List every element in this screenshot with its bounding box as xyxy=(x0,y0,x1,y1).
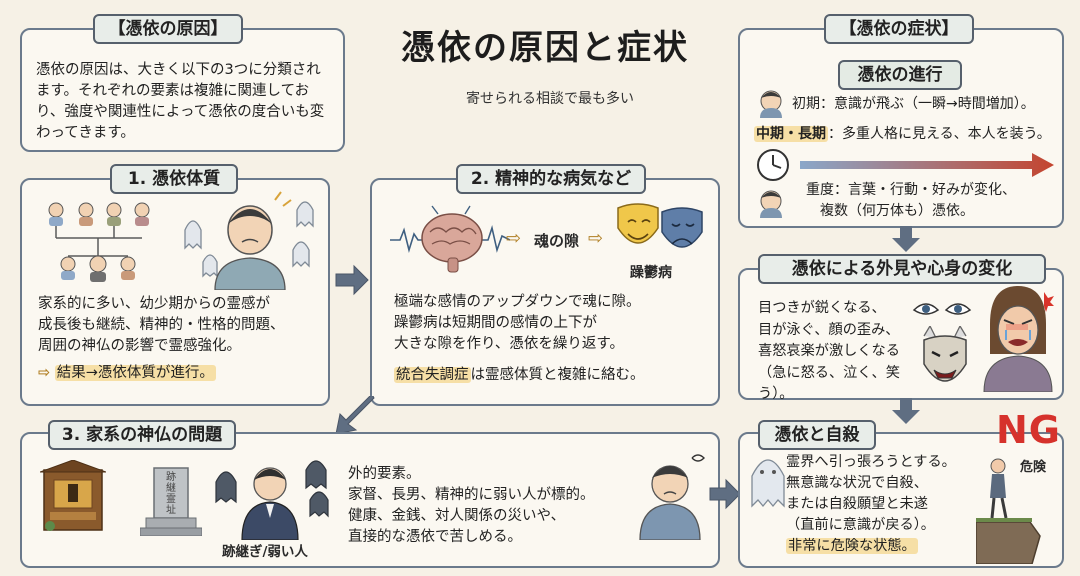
soul-gap-label: 魂の隙 xyxy=(534,232,580,250)
section1-text: 家系的に多い、幼少期からの霊感が 成長後も継続、精神的・性格的問題、 周囲の神仏… xyxy=(38,296,285,381)
theater-masks-icon xyxy=(617,203,703,248)
person-with-ghosts-illustration xyxy=(215,460,329,540)
section2-text: 極端な感情のアップダウンで魂に隙。 躁鬱病は短期間の感情の上下が 大きな隙を作り… xyxy=(394,294,645,383)
progress-tag: 憑依の進行 xyxy=(838,60,962,90)
schizophrenia-highlight: 統合失調症 xyxy=(394,367,471,383)
family-member-icon xyxy=(48,202,150,282)
page-subtitle: 寄せられる相談で最も多い xyxy=(466,91,634,107)
page-title: 憑依の原因と症状 xyxy=(401,28,689,68)
result-arrow-icon: ⇨ xyxy=(38,365,51,381)
clock-icon xyxy=(757,149,789,181)
section3-box xyxy=(20,432,720,568)
section2-tag: 2. 精神的な病気など xyxy=(456,164,646,194)
headache-person-icon xyxy=(639,454,705,540)
person-icon-stage3 xyxy=(760,190,782,218)
section1-tag: 1. 憑依体質 xyxy=(110,164,238,194)
section1-result: 結果→憑依体質が進行。 xyxy=(54,365,216,381)
family-altar-icon xyxy=(40,460,106,531)
danger-label: 危険 xyxy=(1020,460,1047,475)
person-icon-stage1 xyxy=(760,90,782,118)
ghost-icon xyxy=(184,201,314,278)
progress-gradient-arrow xyxy=(800,153,1054,177)
arrow-down-icon-2 xyxy=(892,398,920,424)
mask-label: 躁鬱病 xyxy=(630,265,672,281)
section3-text: 外的要素。 家督、長男、精神的に弱い人が標的。 健康、金銭、対人関係の災いや、 … xyxy=(348,466,595,545)
gravestone-text: 跡継霊址 xyxy=(166,472,176,516)
brain-waves-illustration xyxy=(390,205,510,273)
symptoms-tag: 【憑依の症状】 xyxy=(824,14,974,44)
stage1-text: 初期：意識が飛ぶ（一瞬→時間増加）。 xyxy=(792,96,1035,112)
flow-arrow-icon-2: ⇨ xyxy=(588,228,604,249)
stage2-text: 中期・長期：多重人格に見える、本人を装う。 xyxy=(754,126,1051,142)
gravestone-icon xyxy=(140,467,202,536)
section3-tag: 3. 家系の神仏の問題 xyxy=(48,420,236,450)
ghost-icon xyxy=(215,460,329,518)
arrow-down-icon xyxy=(892,226,920,252)
heir-label: 跡継ぎ/弱い人 xyxy=(222,544,308,560)
worried-person-ghosts-illustration xyxy=(184,191,314,290)
suicide-tag: 憑依と自殺 xyxy=(758,420,876,450)
cliff-person-icon xyxy=(976,458,1041,564)
family-tree-illustration xyxy=(48,202,150,282)
flow-arrow-icon: ⇨ xyxy=(506,228,522,249)
hannya-mask-icon xyxy=(923,326,967,382)
sharp-eyes-icon xyxy=(912,303,972,315)
causes-text: 憑依の原因は、大きく以下の3つに分類されます。それぞれの要素は複雑に関連しており… xyxy=(36,62,325,141)
causes-tag: 【憑依の原因】 xyxy=(93,14,243,44)
suicide-text: 霊界へ引っ張ろうとする。 無意識な状況で自殺、 または自殺願望と未遂 （直前に意… xyxy=(786,454,956,554)
arrow-right-icon-2 xyxy=(709,478,741,510)
ghost-icon-suicide xyxy=(751,459,785,508)
very-dangerous-highlight: 非常に危険な状態。 xyxy=(786,538,918,554)
crying-angry-woman-icon xyxy=(983,286,1054,392)
changes-text: 目つきが鋭くなる、 目が泳ぐ、顔の歪み、 喜怒哀楽が激しくなる （急に怒る、泣く… xyxy=(758,300,900,402)
arrow-right-icon xyxy=(335,264,369,296)
arrow-down-left-icon xyxy=(335,396,375,435)
changes-tag: 憑依による外見や心身の変化 xyxy=(758,254,1046,284)
ng-label: NG xyxy=(996,408,1061,452)
stage3-text: 重度：言葉・行動・好みが変化、 複数（何万体も）憑依。 xyxy=(806,182,1016,219)
